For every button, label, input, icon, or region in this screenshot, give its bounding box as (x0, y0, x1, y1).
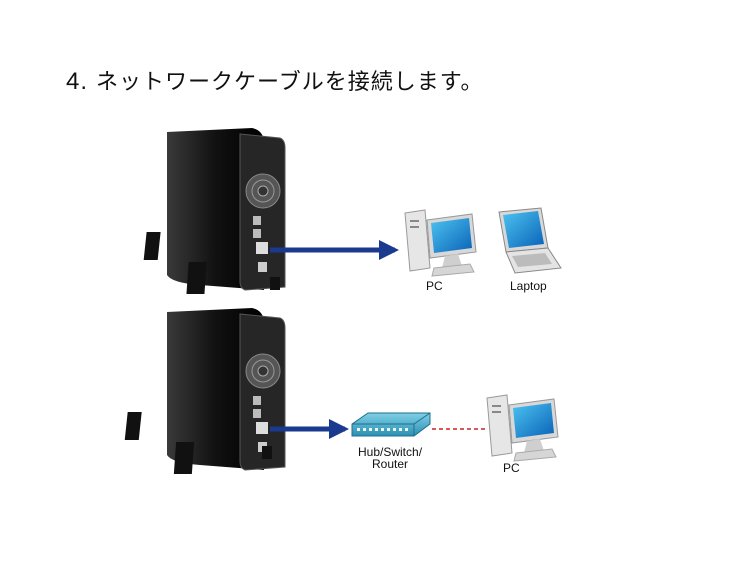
nas-device-top (143, 128, 286, 294)
label-pc-top: PC (426, 279, 443, 293)
ethernet-port (256, 422, 268, 434)
step-number: 4. (66, 68, 89, 95)
laptop-icon (498, 207, 562, 274)
nas-device-bottom (124, 308, 286, 474)
label-pc-bottom: PC (503, 461, 520, 475)
step-text: ネットワークケーブルを接続します。 (96, 70, 484, 95)
label-hub-line1: Hub/Switch/ (358, 445, 423, 459)
switch-icon (351, 412, 431, 437)
pc-icon (404, 209, 477, 277)
step-title: 4. ネットワークケーブルを接続します。 (66, 64, 484, 96)
label-laptop: Laptop (510, 279, 547, 293)
label-hub-line2: Router (372, 457, 409, 471)
ethernet-port (256, 242, 268, 254)
pc-icon (486, 394, 559, 462)
